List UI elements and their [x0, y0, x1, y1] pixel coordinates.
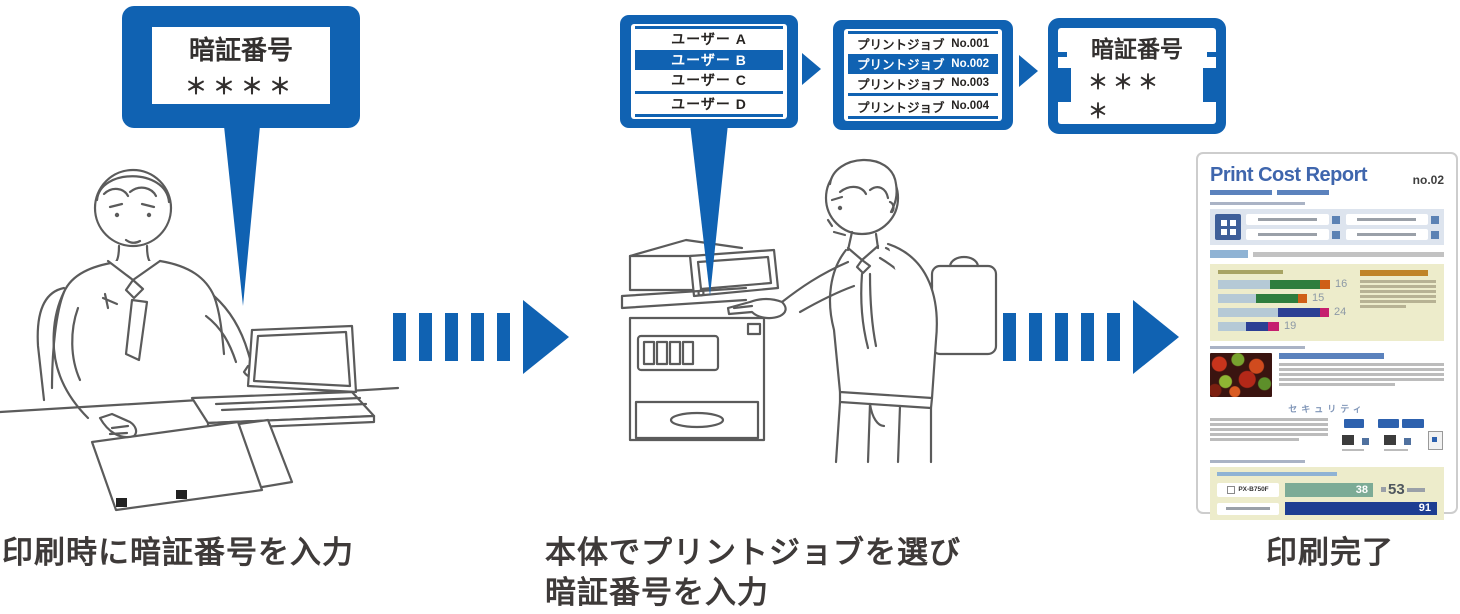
report-note-line: [1210, 250, 1444, 258]
flow-arrow-2: [1003, 300, 1179, 374]
user-row-selected: ユーザー B: [635, 49, 783, 70]
printer-mini-icon: [1227, 485, 1236, 494]
job-row-selected: プリントジョブ No.002: [848, 53, 998, 74]
pin-balloon-asterisks: ＊＊＊＊: [184, 74, 297, 99]
job-select-screen: プリントジョブ No.001 プリントジョブ No.002 プリントジョブ No…: [833, 20, 1013, 130]
checkbox-icon: [1331, 215, 1340, 224]
step2-caption: 本体でプリントジョブを選び 暗証番号を入力: [545, 535, 961, 610]
step1-caption: 印刷時に暗証番号を入力: [2, 535, 354, 570]
job-row: プリントジョブ No.004: [857, 100, 989, 115]
report-photo-section: [1210, 353, 1444, 397]
pin-screen-title: 暗証番号: [1091, 36, 1183, 62]
kpi-navy-bar: 91: [1285, 502, 1437, 515]
job-row: プリントジョブ No.003: [857, 77, 989, 92]
pin-screen-asterisks: ＊＊＊＊: [1088, 72, 1163, 123]
report-subtitle-bars: [1210, 190, 1444, 195]
pin-balloon-title: 暗証番号: [188, 35, 293, 65]
cost-bar-chart: 16 15 24 19: [1218, 270, 1352, 335]
chart-value: 24: [1334, 305, 1347, 318]
user-row: ユーザー A: [671, 31, 747, 48]
arrow-head-icon: [1133, 300, 1179, 374]
mini-arrow-icon: [1019, 55, 1038, 87]
checkbox-icon: [1331, 230, 1340, 239]
balloon-tail: [224, 126, 260, 306]
report-title: Print Cost Report: [1210, 164, 1368, 186]
chart-value: 15: [1312, 291, 1325, 304]
report-number: no.02: [1412, 173, 1444, 187]
user-row: ユーザー D: [671, 95, 747, 112]
user-row: ユーザー C: [671, 72, 747, 89]
report-kpi-band: PX-B750F 38 53 91: [1210, 467, 1444, 520]
print-cost-report-page: Print Cost Report no.02: [1196, 152, 1458, 520]
pin-entry-screen: 暗証番号 ＊＊＊＊: [1048, 18, 1226, 134]
report-security-section: [1210, 418, 1444, 456]
mini-arrow-icon: [802, 53, 821, 85]
job-row: プリントジョブ No.001: [857, 37, 989, 53]
person-at-laptop-illustration: [0, 168, 400, 512]
section-rule: [1210, 202, 1305, 205]
report-chart-band: 16 15 24 19: [1210, 264, 1444, 341]
kpi-monthly-value: 53: [1388, 481, 1405, 498]
person-at-printer-illustration: [620, 158, 998, 464]
step3-caption: 印刷完了: [1266, 535, 1394, 570]
printer-model: PX-B750F: [1238, 486, 1269, 493]
user-select-screen: ユーザー A ユーザー B ユーザー C ユーザー D: [620, 15, 798, 128]
security-diagram: [1336, 418, 1444, 456]
section-rule: [1210, 346, 1305, 349]
printer-model-box: PX-B750F: [1217, 482, 1279, 497]
report-question-band: [1210, 209, 1444, 245]
arrow-head-icon: [523, 300, 569, 374]
section-rule: [1210, 460, 1305, 463]
chart-value: 16: [1335, 277, 1348, 290]
kpi-green-bar: 38: [1285, 482, 1373, 497]
screen-tail: [690, 124, 728, 296]
chart-description: [1360, 270, 1436, 335]
chart-value: 19: [1284, 319, 1297, 332]
security-heading: セキュリティ: [1288, 404, 1366, 414]
flower-photo: [1210, 353, 1272, 397]
pin-balloon: 暗証番号 ＊＊＊＊: [122, 6, 360, 128]
report-stamp-icon: [1215, 214, 1241, 240]
flow-arrow-1: [393, 300, 569, 374]
checkbox-icon: [1431, 215, 1439, 224]
checkbox-icon: [1431, 230, 1439, 239]
